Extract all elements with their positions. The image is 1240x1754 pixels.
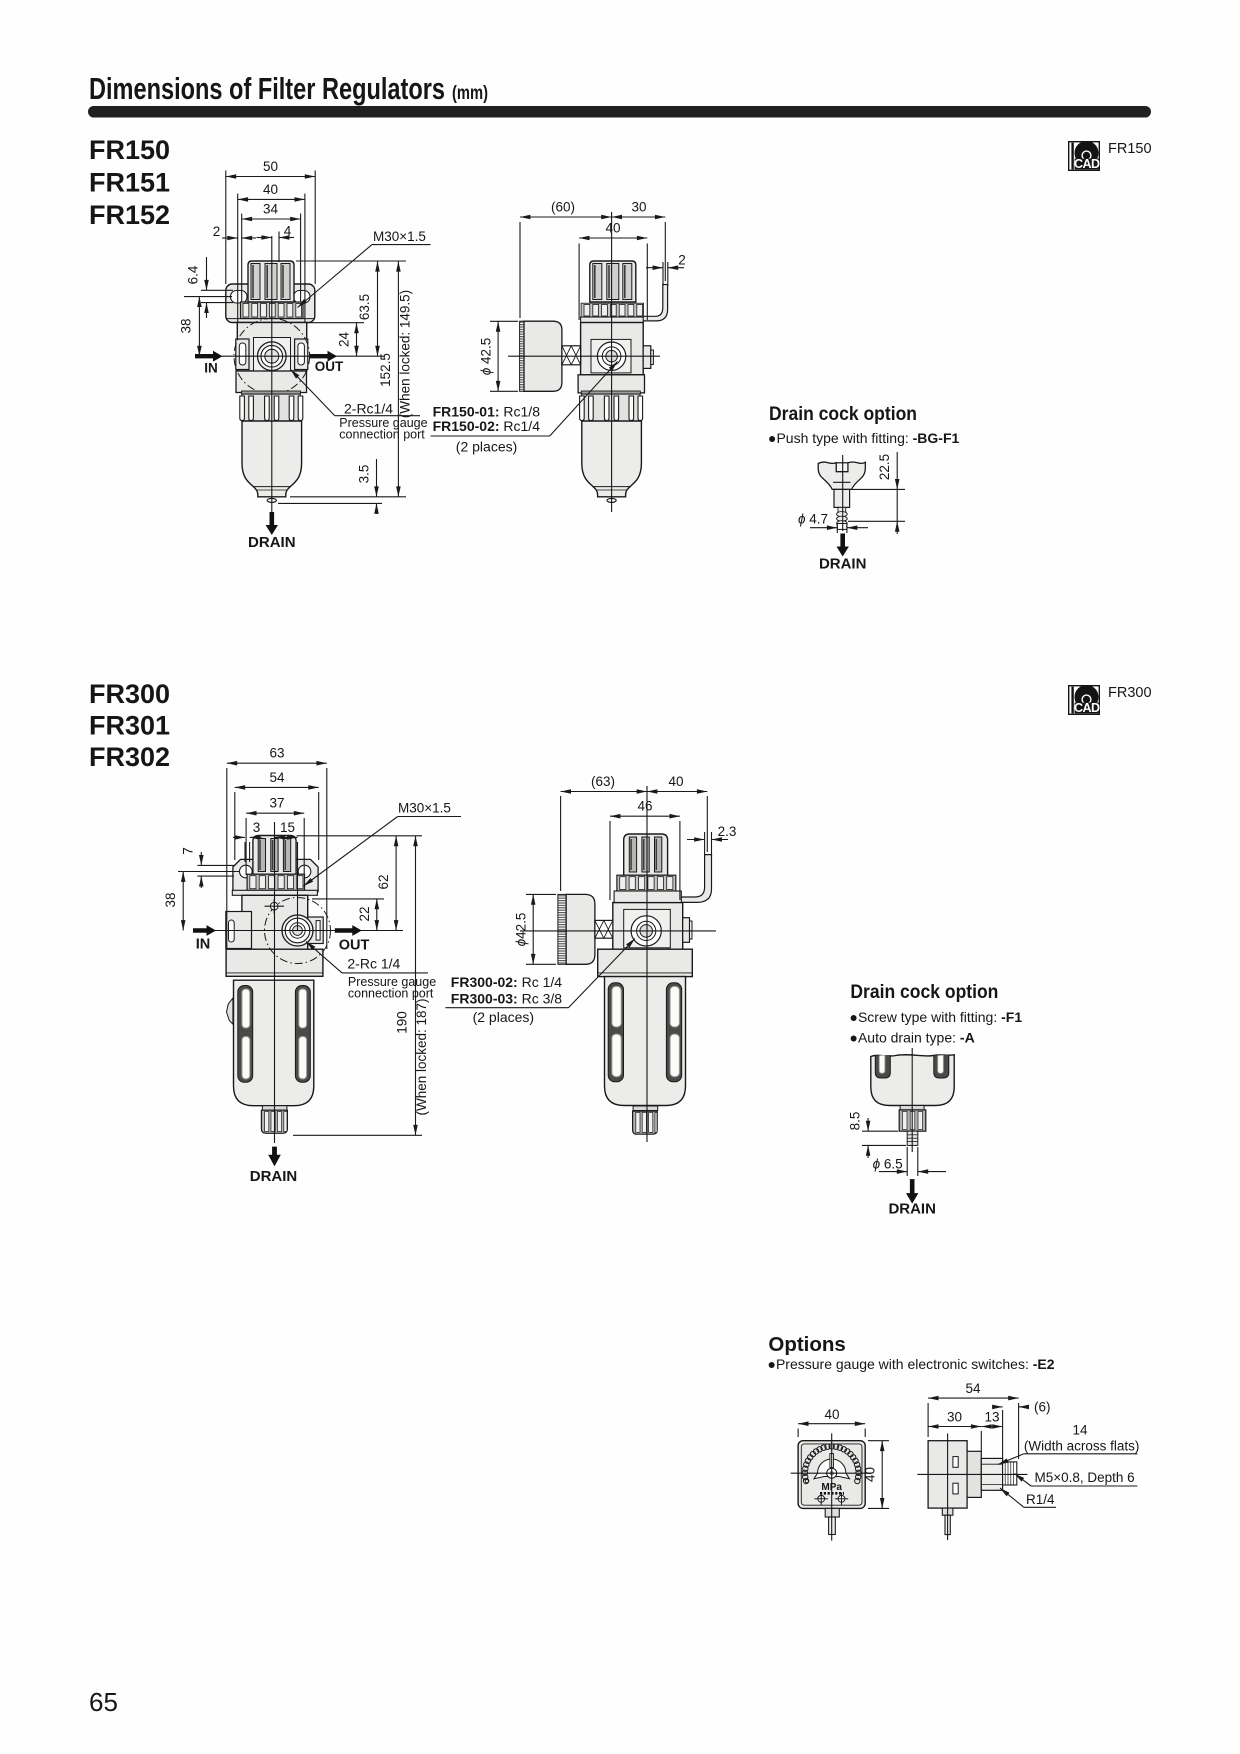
svg-text:3.5: 3.5 [357,465,372,484]
svg-text:Drain cock option: Drain cock option [769,403,917,425]
svg-text:ϕ 6.5: ϕ 6.5 [873,1157,903,1172]
svg-text:FR150-02: Rc1/4: FR150-02: Rc1/4 [433,418,541,434]
svg-text:FR302: FR302 [89,742,170,772]
svg-text:OUT: OUT [315,359,344,374]
svg-text:FR150-01: Rc1/8: FR150-01: Rc1/8 [433,403,541,419]
svg-text:3: 3 [253,820,261,835]
svg-text:Options: Options [768,1333,845,1356]
svg-text:54: 54 [269,770,285,785]
svg-text:2-Rc1/4: 2-Rc1/4 [344,401,393,417]
svg-text:40: 40 [863,1467,878,1482]
svg-text:Dimensions of Filter Regulator: Dimensions of Filter Regulators [89,71,445,106]
svg-text:IN: IN [196,937,211,953]
svg-text:24: 24 [337,332,352,348]
svg-text:4: 4 [284,224,292,239]
svg-text:FR300: FR300 [1108,685,1152,701]
svg-text:(6): (6) [1034,1400,1051,1415]
svg-text:CAD: CAD [1074,157,1100,171]
svg-text:connection port: connection port [348,987,434,1001]
svg-text:2: 2 [678,253,686,268]
svg-text:(When locked: 149.5): (When locked: 149.5) [398,290,413,418]
svg-text:M30×1.5: M30×1.5 [373,229,426,244]
svg-text:ϕ42.5: ϕ42.5 [514,913,529,947]
svg-text:DRAIN: DRAIN [819,556,867,573]
svg-text:ϕ 4.7: ϕ 4.7 [798,512,828,527]
svg-text:FR300-03: Rc 3/8: FR300-03: Rc 3/8 [451,990,562,1006]
svg-text:2.3: 2.3 [718,824,737,839]
svg-text:●Screw type with fitting: -F1: ●Screw type with fitting: -F1 [850,1009,1023,1025]
svg-text:FR150: FR150 [89,135,170,165]
svg-text:FR152: FR152 [89,200,170,230]
svg-text:●Pressure gauge with electroni: ●Pressure gauge with electronic switches… [768,1356,1055,1372]
svg-text:62: 62 [376,874,391,889]
svg-text:(Width across flats): (Width across flats) [1024,1439,1140,1454]
svg-text:●Push type with fitting: -BG-F: ●Push type with fitting: -BG-F1 [768,430,960,446]
svg-text:22: 22 [357,906,372,921]
svg-text:54: 54 [965,1381,981,1396]
svg-text:65: 65 [89,1687,118,1717]
svg-text:14: 14 [1072,1423,1088,1438]
svg-text:R1/4: R1/4 [1026,1492,1055,1507]
svg-text:●Auto drain type: -A: ●Auto drain type: -A [850,1030,975,1046]
svg-text:M5×0.8, Depth 6: M5×0.8, Depth 6 [1035,1470,1135,1485]
svg-text:(60): (60) [551,200,575,215]
svg-text:IN: IN [204,361,218,376]
svg-text:2: 2 [213,224,221,239]
svg-text:(2 places): (2 places) [473,1009,534,1025]
svg-text:63.5: 63.5 [357,294,372,320]
svg-text:M30×1.5: M30×1.5 [398,801,451,816]
svg-text:34: 34 [263,202,279,217]
svg-text:13: 13 [984,1410,999,1425]
svg-text:40: 40 [668,774,683,789]
svg-text:38: 38 [163,892,178,907]
svg-text:7: 7 [181,847,196,855]
svg-text:Drain cock option: Drain cock option [850,981,998,1003]
svg-text:63: 63 [269,746,284,761]
svg-text:(63): (63) [591,774,615,789]
svg-text:FR300-02: Rc 1/4: FR300-02: Rc 1/4 [451,974,562,990]
svg-text:(mm): (mm) [452,83,488,104]
svg-text:DRAIN: DRAIN [250,1168,298,1185]
svg-text:DRAIN: DRAIN [888,1201,936,1218]
svg-text:40: 40 [263,182,278,197]
svg-text:FR300: FR300 [89,679,170,709]
svg-text:2-Rc 1/4: 2-Rc 1/4 [347,956,400,972]
svg-text:30: 30 [631,200,646,215]
svg-text:37: 37 [269,796,284,811]
svg-text:FR151: FR151 [89,168,170,198]
svg-text:22.5: 22.5 [877,454,892,480]
svg-text:40: 40 [605,221,620,236]
svg-text:30: 30 [947,1410,962,1425]
svg-text:190: 190 [395,1011,410,1034]
svg-text:DRAIN: DRAIN [248,534,296,551]
svg-text:OUT: OUT [339,938,370,954]
svg-text:FR301: FR301 [89,711,170,741]
svg-text:50: 50 [263,159,278,174]
svg-text:152.5: 152.5 [378,353,393,387]
svg-text:6.4: 6.4 [186,265,201,284]
svg-text:(2 places): (2 places) [456,438,517,454]
svg-text:46: 46 [637,799,652,814]
svg-text:Pressure gauge: Pressure gauge [348,975,436,989]
svg-text:38: 38 [179,318,194,333]
svg-text:Pressure gauge: Pressure gauge [339,416,427,430]
svg-text:8.5: 8.5 [848,1112,863,1131]
svg-text:(When locked: 187): (When locked: 187) [414,998,429,1115]
svg-text:15: 15 [280,820,295,835]
svg-text:ϕ 42.5: ϕ 42.5 [479,338,494,376]
svg-text:FR150: FR150 [1108,141,1152,157]
svg-text:connection port: connection port [339,428,425,442]
svg-text:40: 40 [824,1407,839,1422]
